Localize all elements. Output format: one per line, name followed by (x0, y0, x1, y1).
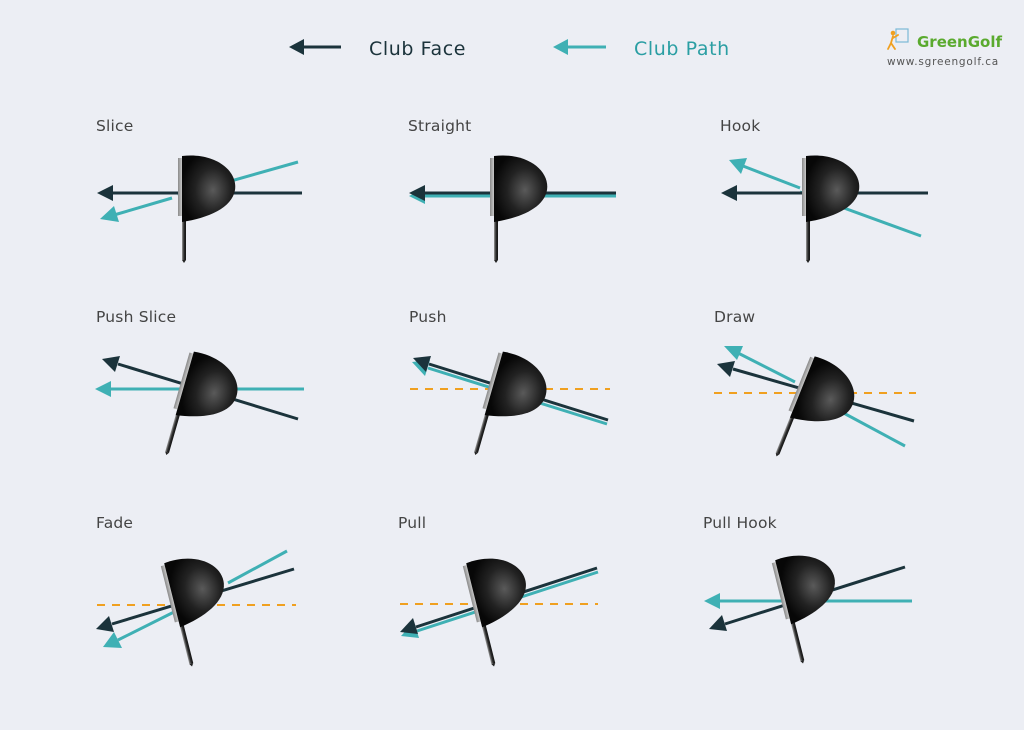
shot-title-slice: Slice (96, 117, 134, 135)
shot-title-hook: Hook (720, 117, 760, 135)
face-arrowhead (97, 185, 113, 201)
shot-title-pull: Pull (398, 514, 426, 532)
club-head-icon (771, 555, 835, 664)
shot-title-draw: Draw (714, 308, 755, 326)
path-arrowhead (100, 206, 119, 222)
path-line (737, 351, 796, 384)
club-face-arrow-icon (289, 39, 341, 55)
face-arrowhead (409, 185, 425, 201)
face-arrowhead (96, 616, 114, 632)
path-arrowhead (103, 632, 122, 648)
brand-url: www.sgreengolf.ca (887, 56, 999, 68)
legend: Club Face Club Path (289, 38, 730, 60)
shot-slice: Slice (96, 117, 302, 263)
shot-title-fade: Fade (96, 514, 133, 532)
svg-text:GreenGolf: GreenGolf (917, 33, 1002, 51)
club-head-icon (474, 351, 547, 456)
shot-title-pull-hook: Pull Hook (703, 514, 777, 532)
golfer-icon (887, 28, 909, 50)
shot-draw: Draw (714, 308, 916, 457)
shot-push: Push (409, 308, 610, 456)
shot-push-slice: Push Slice (95, 308, 304, 456)
brand-logo: GreenGolf www.sgreengolf.ca (887, 28, 1002, 68)
shot-fade: Fade (96, 514, 296, 667)
face-arrowhead (400, 618, 418, 634)
shot-pull: Pull (398, 514, 599, 667)
shot-title-push-slice: Push Slice (96, 308, 176, 326)
brand-name: GreenGolf (917, 33, 1002, 51)
club-head-icon (802, 155, 860, 263)
shot-pull-hook: Pull Hook (703, 514, 912, 664)
face-arrowhead (709, 615, 727, 631)
shot-straight: Straight (408, 117, 616, 263)
face-arrowhead (721, 185, 737, 201)
path-arrowhead (724, 346, 743, 360)
club-head-icon (160, 558, 224, 667)
path-line (117, 609, 177, 642)
club-head-icon (178, 155, 236, 263)
club-head-icon (490, 155, 548, 263)
club-head-icon (775, 356, 855, 457)
shot-hook: Hook (720, 117, 928, 263)
path-line (113, 196, 173, 217)
face-arrowhead (717, 361, 735, 377)
face-arrowhead (413, 356, 431, 372)
club-face-legend-label: Club Face (369, 38, 466, 60)
path-line (742, 164, 801, 190)
club-path-legend-label: Club Path (634, 38, 730, 60)
path-arrowhead (704, 593, 720, 609)
club-head-icon (165, 351, 238, 456)
face-arrowhead (102, 356, 120, 372)
path-line (227, 549, 288, 585)
path-arrowhead (95, 381, 111, 397)
path-arrowhead (729, 158, 747, 174)
club-path-arrow-icon (553, 39, 606, 55)
club-head-icon (462, 558, 526, 667)
shot-title-push: Push (409, 308, 447, 326)
path-line (837, 408, 906, 448)
shot-title-straight: Straight (408, 117, 471, 135)
